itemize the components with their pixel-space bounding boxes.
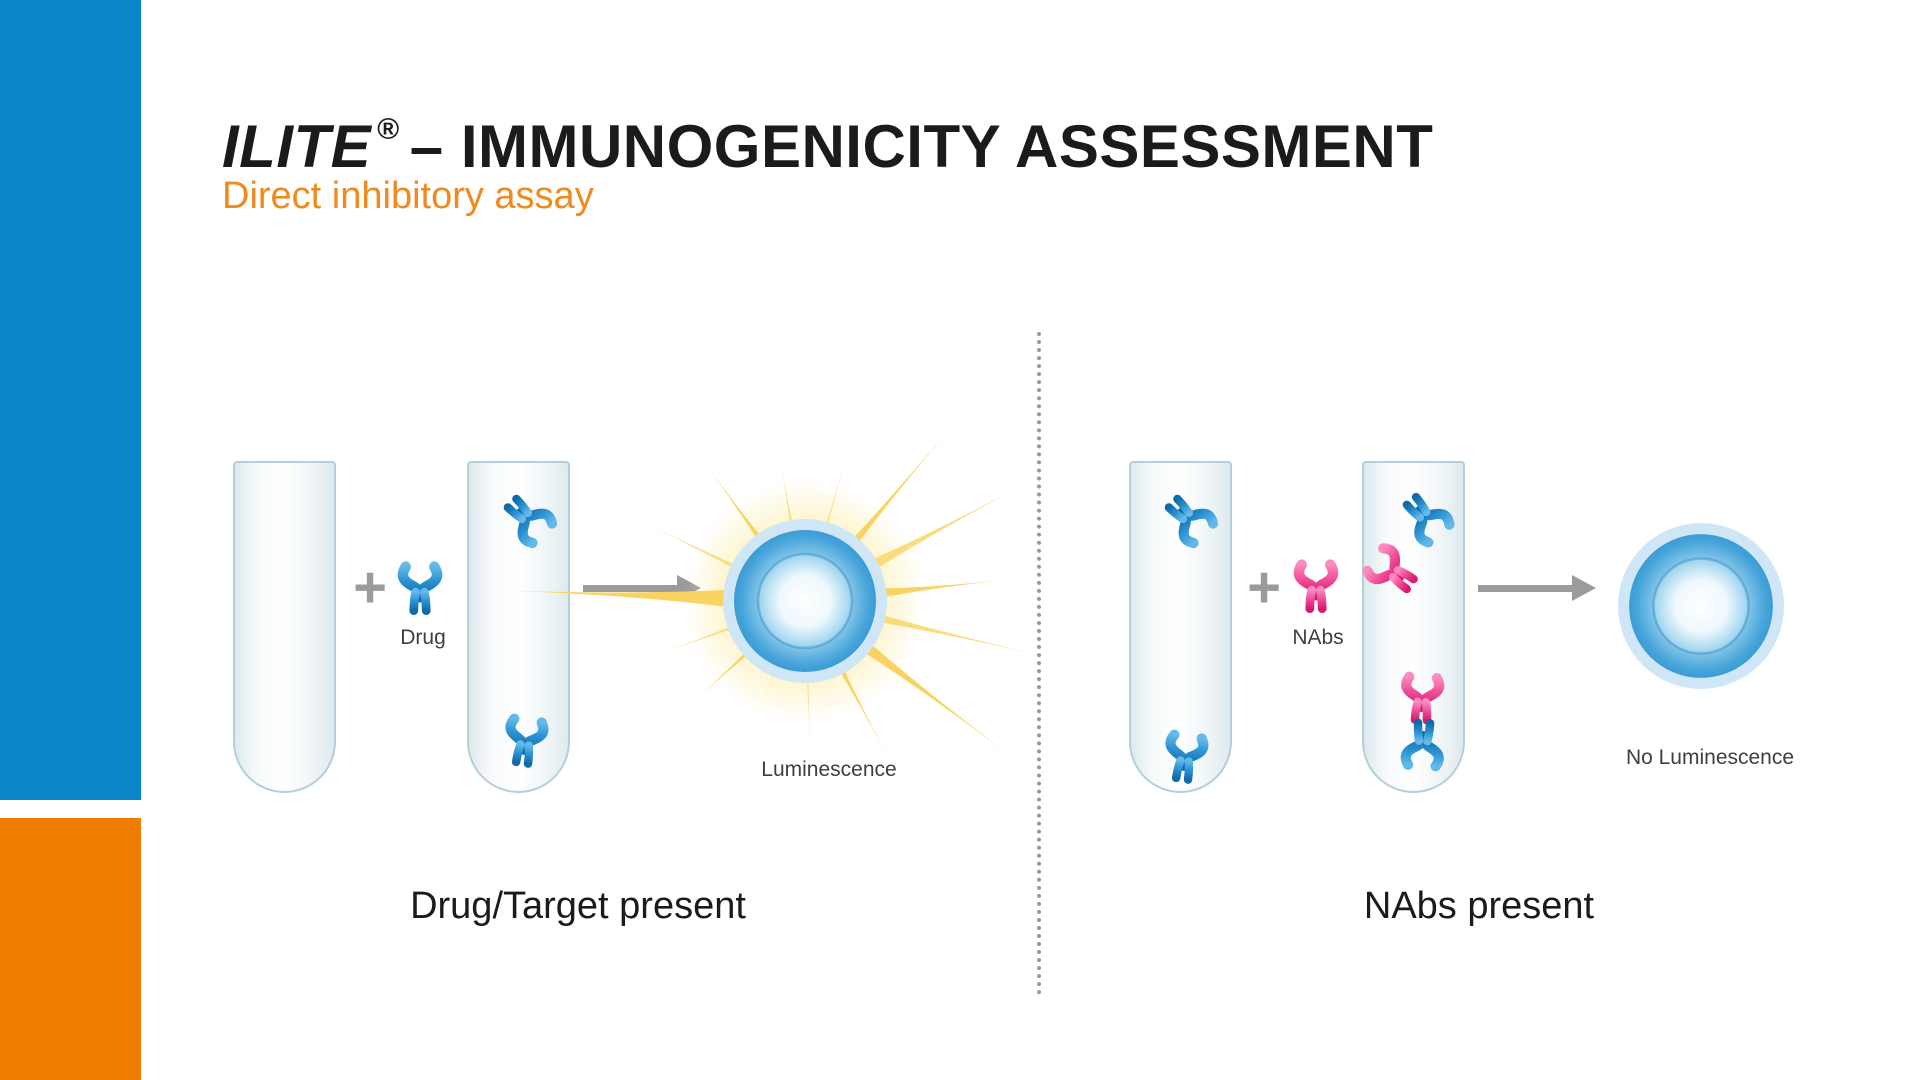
accent-bar-orange: [0, 818, 141, 1080]
arrow-right-icon: [583, 585, 677, 592]
title-brand: ILITE: [222, 113, 372, 180]
nabs-label: NAbs: [1292, 626, 1344, 649]
caption-nabs-present: NAbs present: [1363, 885, 1595, 927]
cell-icon-dark: [1618, 523, 1784, 689]
cell-icon: [723, 519, 887, 683]
antibody-drug-icon: [389, 558, 451, 620]
plus-icon: +: [1247, 555, 1281, 620]
antibody-target-icon: [1151, 724, 1219, 792]
luminescence-label: Luminescence: [761, 758, 897, 781]
arrow-right-head-icon: [1572, 575, 1596, 601]
title-text: – IMMUNOGENICITY ASSESSMENT: [409, 113, 1434, 180]
dotted-divider: [1037, 332, 1041, 995]
caption-drug-target-present: Drug/Target present: [410, 885, 746, 927]
page-subtitle: Direct inhibitory assay: [222, 175, 594, 217]
test-tube-empty: [233, 461, 336, 793]
arrow-right-icon: [1478, 585, 1572, 592]
antibody-target-icon: [1391, 712, 1454, 775]
antibody-nab-icon: [1285, 556, 1347, 618]
plus-icon: +: [353, 555, 387, 620]
accent-bar-blue: [0, 0, 141, 800]
no-luminescence-label: No Luminescence: [1625, 746, 1795, 769]
registered-mark-icon: ®: [377, 113, 400, 146]
drug-label: Drug: [400, 626, 446, 649]
page-title: ILITE® – IMMUNOGENICITY ASSESSMENT: [222, 100, 1433, 177]
